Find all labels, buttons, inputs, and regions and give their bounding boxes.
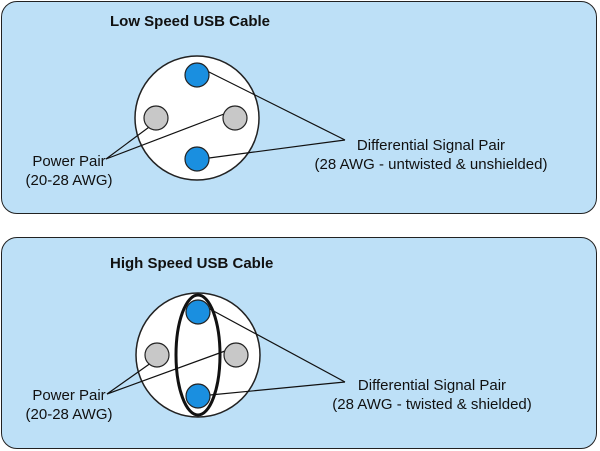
high-speed-signal-pair-text: Differential Signal Pair bbox=[357, 377, 507, 394]
low-speed-cable-outline bbox=[134, 55, 260, 181]
low-speed-signal-wire-top bbox=[184, 62, 210, 88]
high-speed-signal-spec-text: (28 AWG - twisted & shielded) bbox=[332, 396, 532, 413]
high-speed-power-leader-right bbox=[106, 350, 226, 395]
low-speed-power-spec-text: (20-28 AWG) bbox=[25, 172, 113, 189]
high-speed-power-label: Power Pair (20-28 AWG) bbox=[10, 386, 128, 424]
low-speed-signal-label: Differential Signal Pair (28 AWG - untwi… bbox=[292, 136, 570, 174]
low-speed-cable-panel: Low Speed USB Cable Power Pair (20-28 AW… bbox=[1, 1, 597, 214]
low-speed-power-wire-right bbox=[222, 105, 248, 131]
low-speed-signal-leader-top bbox=[206, 70, 346, 141]
high-speed-cable-diagram bbox=[106, 292, 346, 418]
high-speed-cable-panel: High Speed USB Cable Power Pair (20-28 A… bbox=[1, 237, 597, 449]
high-speed-signal-leader-top bbox=[207, 307, 346, 383]
high-speed-title: High Speed USB Cable bbox=[110, 255, 274, 272]
high-speed-signal-leader-bottom bbox=[209, 381, 346, 396]
high-speed-power-wire-right bbox=[223, 342, 249, 368]
high-speed-signal-shield bbox=[174, 293, 222, 417]
low-speed-power-label: Power Pair (20-28 AWG) bbox=[10, 152, 128, 190]
low-speed-power-pair-text: Power Pair bbox=[32, 153, 106, 170]
low-speed-signal-wire-bottom bbox=[184, 146, 210, 172]
high-speed-power-wire-left bbox=[144, 342, 170, 368]
high-speed-power-pair-text: Power Pair bbox=[32, 387, 106, 404]
high-speed-cable-outline bbox=[135, 292, 261, 418]
low-speed-signal-pair-text: Differential Signal Pair bbox=[356, 137, 506, 154]
low-speed-cable-diagram bbox=[105, 55, 346, 181]
high-speed-power-spec-text: (20-28 AWG) bbox=[25, 406, 113, 423]
low-speed-power-wire-left bbox=[143, 105, 169, 131]
low-speed-title: Low Speed USB Cable bbox=[110, 13, 271, 30]
low-speed-power-leader-right bbox=[105, 113, 225, 160]
high-speed-signal-wire-bottom bbox=[185, 383, 211, 409]
high-speed-signal-wire-top bbox=[185, 299, 211, 325]
low-speed-signal-spec-text: (28 AWG - untwisted & unshielded) bbox=[314, 156, 548, 173]
low-speed-signal-leader-bottom bbox=[208, 139, 346, 159]
high-speed-signal-label: Differential Signal Pair (28 AWG - twist… bbox=[298, 376, 566, 414]
